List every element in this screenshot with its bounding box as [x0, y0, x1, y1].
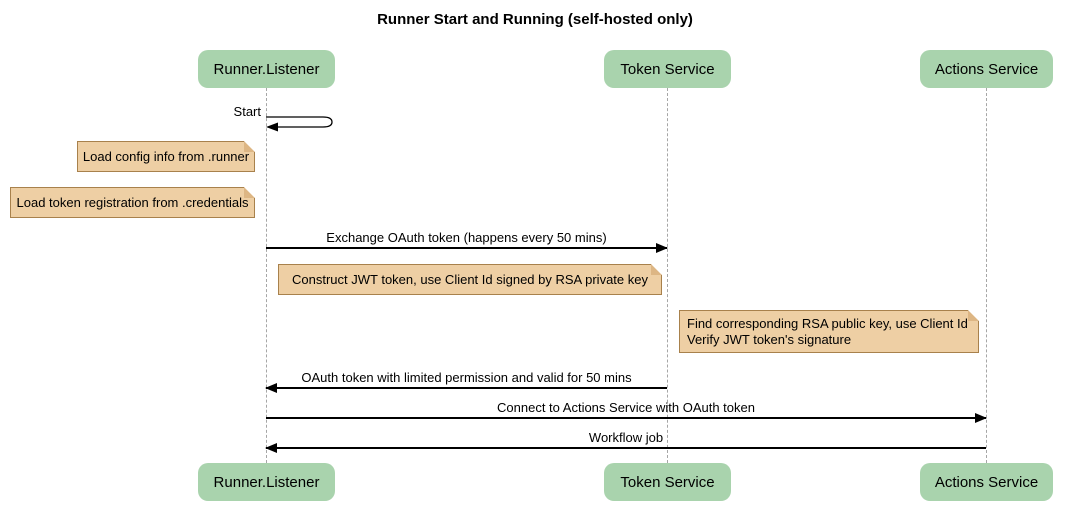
note-verify-jwt-line1: Find corresponding RSA public key, use C…	[687, 315, 968, 331]
note-load-config: Load config info from .runner	[77, 141, 255, 172]
participant-token-service-bottom: Token Service	[604, 463, 731, 501]
message-exchange-oauth: Exchange OAuth token (happens every 50 m…	[266, 229, 668, 253]
message-workflow-job-label: Workflow job	[588, 430, 664, 445]
message-oauth-token-return-label: OAuth token with limited permission and …	[301, 370, 632, 385]
message-start-label: Start	[233, 104, 261, 119]
message-workflow-job: Workflow job	[265, 429, 986, 453]
participant-runner-listener: Runner.Listener	[198, 50, 335, 88]
self-loop-arrow	[266, 116, 333, 132]
participant-actions-service: Actions Service	[920, 50, 1053, 88]
lifeline-runner-listener	[266, 88, 267, 463]
message-line	[266, 387, 667, 389]
arrowhead-right	[975, 413, 987, 423]
note-load-token-registration: Load token registration from .credential…	[10, 187, 255, 218]
message-oauth-token-return: OAuth token with limited permission and …	[265, 369, 667, 393]
message-line	[266, 447, 986, 449]
message-exchange-oauth-label: Exchange OAuth token (happens every 50 m…	[326, 230, 607, 245]
note-verify-jwt: Find corresponding RSA public key, use C…	[679, 310, 979, 353]
participant-runner-listener-bottom: Runner.Listener	[198, 463, 335, 501]
diagram-title: Runner Start and Running (self-hosted on…	[377, 11, 693, 28]
arrowhead-left	[265, 383, 277, 393]
note-load-config-text: Load config info from .runner	[82, 149, 250, 164]
message-line	[266, 247, 667, 249]
participant-token-service: Token Service	[604, 50, 731, 88]
note-verify-jwt-line2: Verify JWT token's signature	[687, 331, 852, 347]
participant-actions-service-bottom: Actions Service	[920, 463, 1053, 501]
message-connect-actions-label: Connect to Actions Service with OAuth to…	[497, 400, 755, 415]
note-construct-jwt: Construct JWT token, use Client Id signe…	[278, 264, 662, 295]
message-line	[266, 417, 986, 419]
lifeline-token-service	[667, 88, 668, 463]
arrowhead-right	[656, 243, 668, 253]
arrowhead-left	[265, 443, 277, 453]
message-connect-actions: Connect to Actions Service with OAuth to…	[266, 399, 987, 423]
note-load-token-text: Load token registration from .credential…	[16, 195, 249, 210]
lifeline-actions-service	[986, 88, 987, 463]
note-construct-jwt-text: Construct JWT token, use Client Id signe…	[292, 272, 648, 287]
